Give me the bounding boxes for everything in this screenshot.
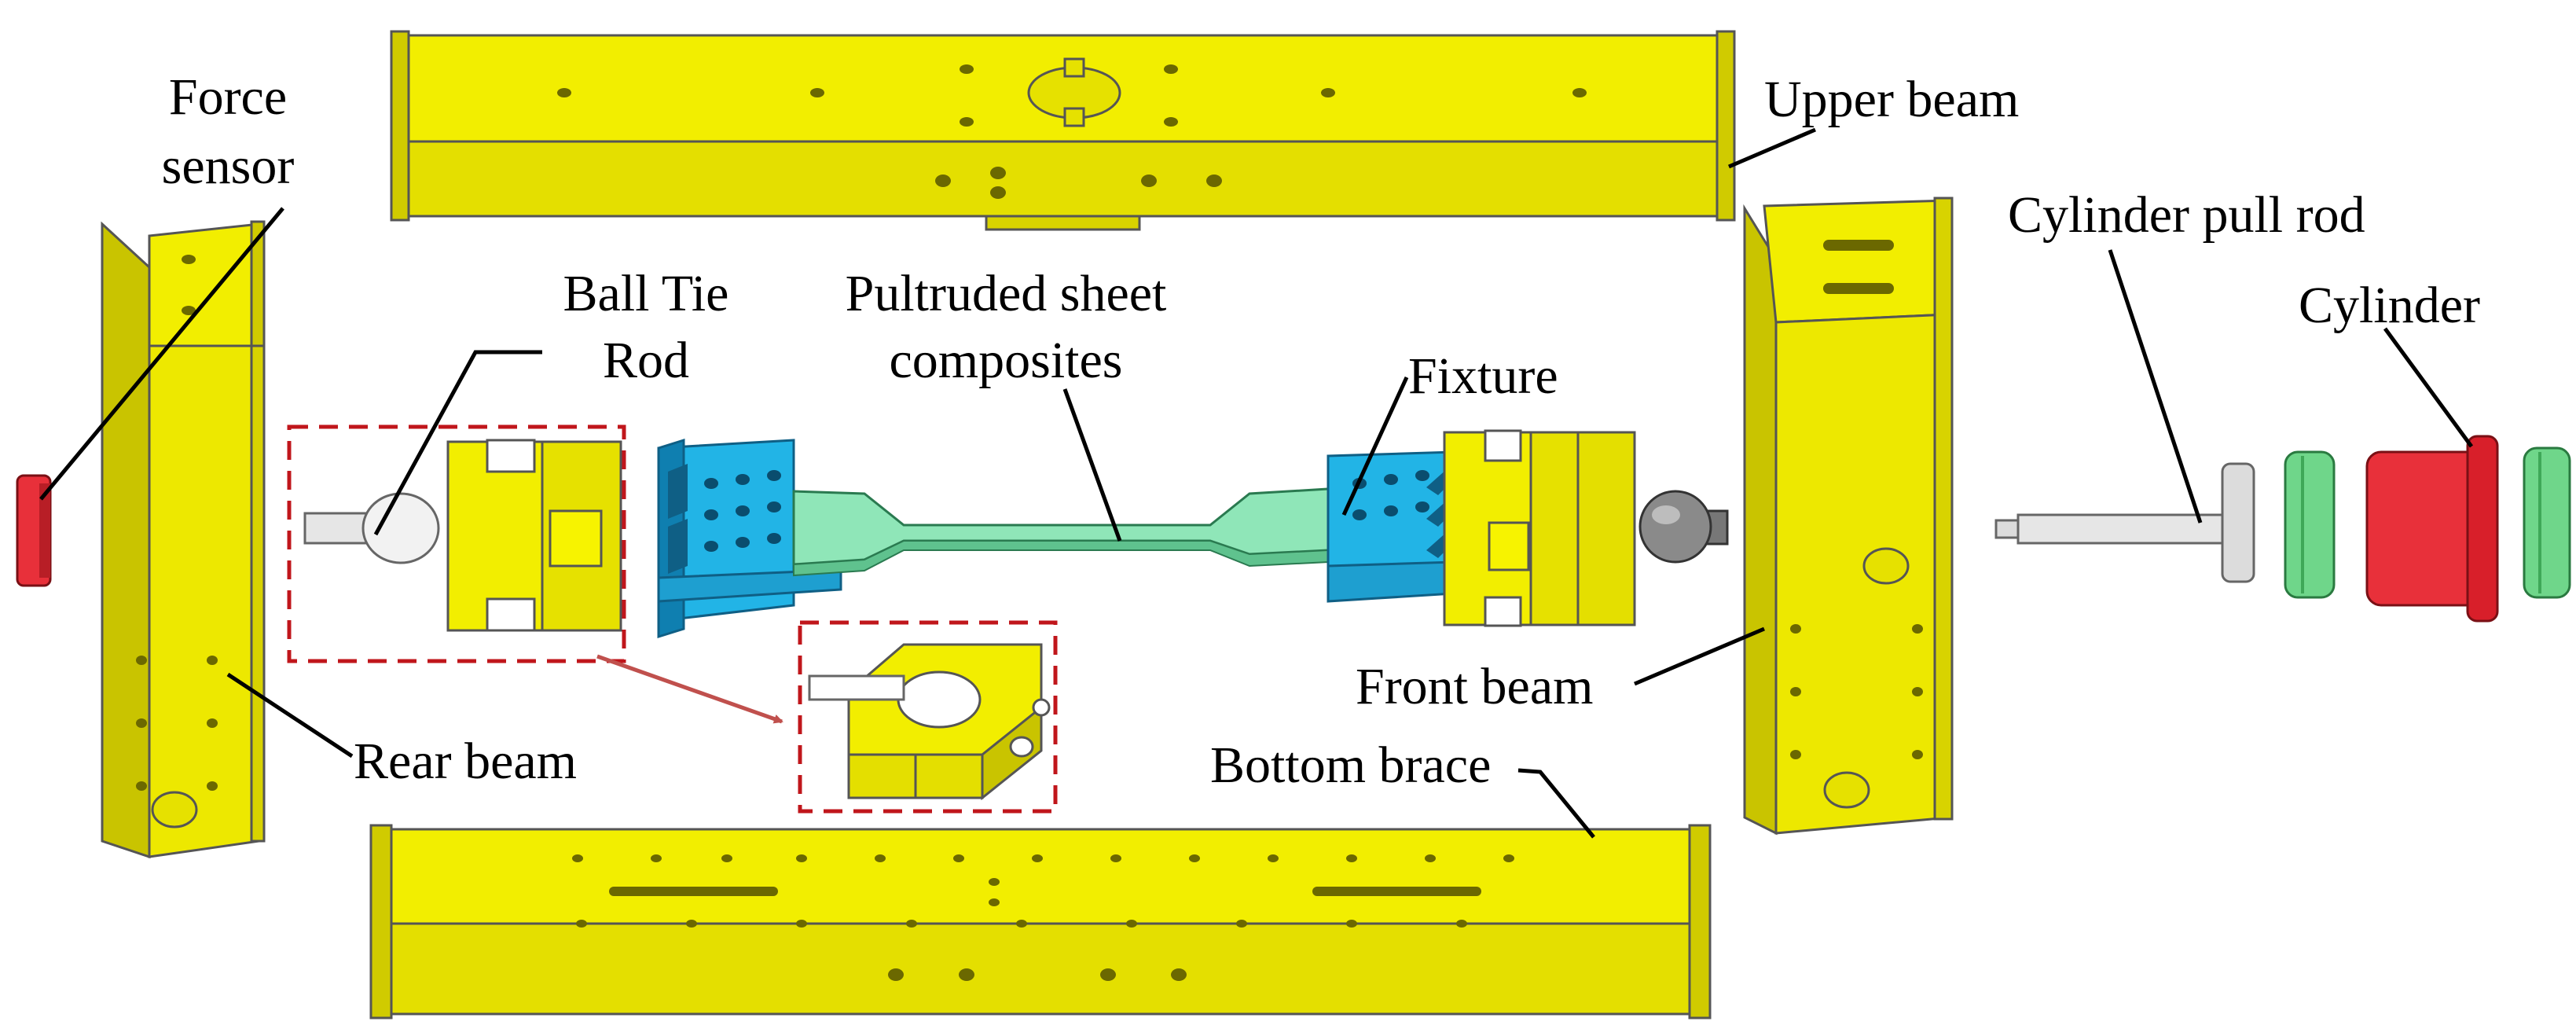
leader-cylinder bbox=[2383, 327, 2474, 448]
leader-rear-beam bbox=[226, 672, 354, 759]
label-force-sensor-line2: sensor bbox=[162, 138, 295, 195]
pultruded-sheet-specimen bbox=[792, 487, 1330, 577]
detail-dashed-box bbox=[798, 620, 1058, 814]
cylinder-pull-rod bbox=[1994, 462, 2255, 583]
label-force-sensor-line1: Force bbox=[169, 68, 287, 126]
cylinder-ring-left bbox=[2284, 450, 2336, 599]
clamp-detail-part bbox=[808, 643, 1051, 801]
label-rear-beam: Rear beam bbox=[354, 733, 577, 790]
ball-tie-rod-dashed-box bbox=[287, 424, 626, 663]
front-beam bbox=[1743, 197, 1954, 836]
label-front-beam: Front beam bbox=[1356, 658, 1593, 715]
leader-cylinder-pull-rod bbox=[2108, 249, 2203, 524]
cylinder-ring-right bbox=[2523, 446, 2571, 599]
right-fixture bbox=[1327, 429, 1636, 627]
leader-force-sensor bbox=[39, 207, 284, 501]
leader-front-beam bbox=[1634, 626, 1765, 686]
label-bottom-brace: Bottom brace bbox=[1210, 737, 1491, 794]
label-pultruded-line1: Pultruded sheet bbox=[846, 265, 1167, 322]
label-cylinder-pull-rod: Cylinder pull rod bbox=[2008, 186, 2365, 244]
detail-arrow bbox=[596, 654, 783, 724]
label-ball-tie-rod-line1: Ball Tie bbox=[563, 265, 729, 322]
leader-bottom-brace bbox=[1517, 768, 1595, 839]
label-fixture: Fixture bbox=[1408, 347, 1558, 405]
label-cylinder: Cylinder bbox=[2299, 277, 2480, 334]
force-sensor bbox=[16, 474, 52, 587]
cylinder bbox=[2365, 435, 2499, 623]
label-upper-beam: Upper beam bbox=[1764, 71, 2019, 128]
upper-beam bbox=[390, 30, 1736, 231]
leader-upper-beam bbox=[1728, 127, 1816, 169]
label-pultruded-line2: composites bbox=[890, 332, 1123, 389]
label-ball-tie-rod-line2: Rod bbox=[603, 332, 689, 389]
leader-pultruded bbox=[1062, 388, 1122, 542]
ball-joint bbox=[1638, 490, 1729, 564]
leader-fixture bbox=[1341, 376, 1409, 516]
leader-ball-tie-rod bbox=[373, 350, 542, 536]
left-fixture bbox=[657, 438, 842, 639]
bottom-brace bbox=[369, 824, 1712, 1019]
rear-beam bbox=[101, 220, 266, 859]
leader-lines bbox=[39, 127, 2474, 839]
ball-tie-rod-part bbox=[303, 439, 622, 632]
